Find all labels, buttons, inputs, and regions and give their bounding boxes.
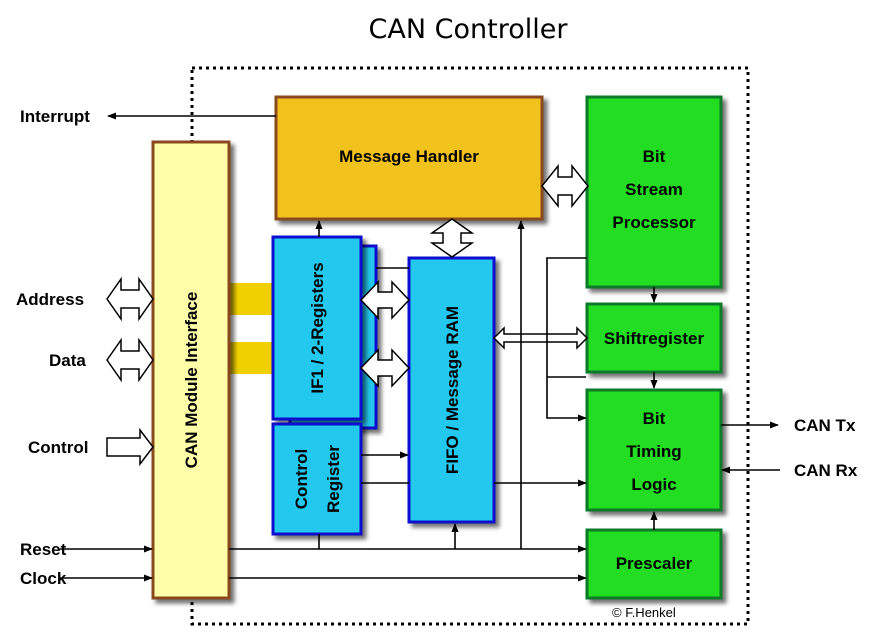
- address-label: Address: [16, 290, 84, 309]
- copyright-text: © F.Henkel: [612, 605, 676, 620]
- if-fifo-bus-arrow-1: [359, 280, 411, 320]
- data-bus-arrow: [106, 337, 154, 383]
- if-fifo-bus-arrow-2: [359, 348, 411, 388]
- if-registers-label: IF1 / 2-Registers: [308, 262, 327, 393]
- bit-timing-logic-label-2: Timing: [626, 442, 681, 461]
- control-register-label-2: Register: [324, 445, 343, 513]
- can-rx-label: CAN Rx: [794, 461, 858, 480]
- clock-label: Clock: [20, 569, 67, 588]
- can-module-interface-label: CAN Module Interface: [182, 292, 201, 469]
- control-register-block: [271, 422, 363, 536]
- bit-stream-processor-label-2: Stream: [625, 180, 683, 199]
- fifo-shiftregister-bus-arrow: [492, 326, 589, 350]
- interrupt-label: Interrupt: [20, 107, 90, 126]
- bit-timing-logic-block: [585, 388, 723, 512]
- can-tx-label: CAN Tx: [794, 416, 856, 435]
- handler-bsp-bus-arrow: [541, 163, 589, 209]
- shiftregister-label: Shiftregister: [604, 329, 705, 348]
- prescaler-label: Prescaler: [616, 554, 693, 573]
- reset-label: Reset: [20, 540, 67, 559]
- control-register-label-1: Control: [292, 449, 311, 509]
- data-label: Data: [49, 351, 86, 370]
- if-registers-block: [271, 235, 363, 421]
- bit-stream-processor-block: [585, 95, 723, 289]
- address-bus-arrow: [106, 276, 154, 322]
- message-handler-block: [274, 95, 544, 221]
- fifo-message-ram-block: [407, 256, 496, 524]
- bsp-to-btl-line: [546, 257, 587, 422]
- can-module-interface-block: [151, 140, 231, 600]
- control-label: Control: [28, 438, 88, 457]
- message-handler-label: Message Handler: [339, 147, 479, 166]
- control-bus-arrow: [106, 427, 154, 467]
- address-connector-bar: [230, 283, 274, 315]
- handler-fifo-bus-arrow: [429, 218, 475, 258]
- fifo-message-ram-label: FIFO / Message RAM: [443, 306, 462, 474]
- bit-stream-processor-label-3: Processor: [612, 213, 696, 232]
- bit-timing-logic-label-3: Logic: [631, 475, 676, 494]
- data-connector-bar: [230, 342, 274, 374]
- bit-stream-processor-label-1: Bit: [643, 147, 666, 166]
- diagram-title: CAN Controller: [369, 14, 569, 45]
- bit-timing-logic-label-1: Bit: [643, 409, 666, 428]
